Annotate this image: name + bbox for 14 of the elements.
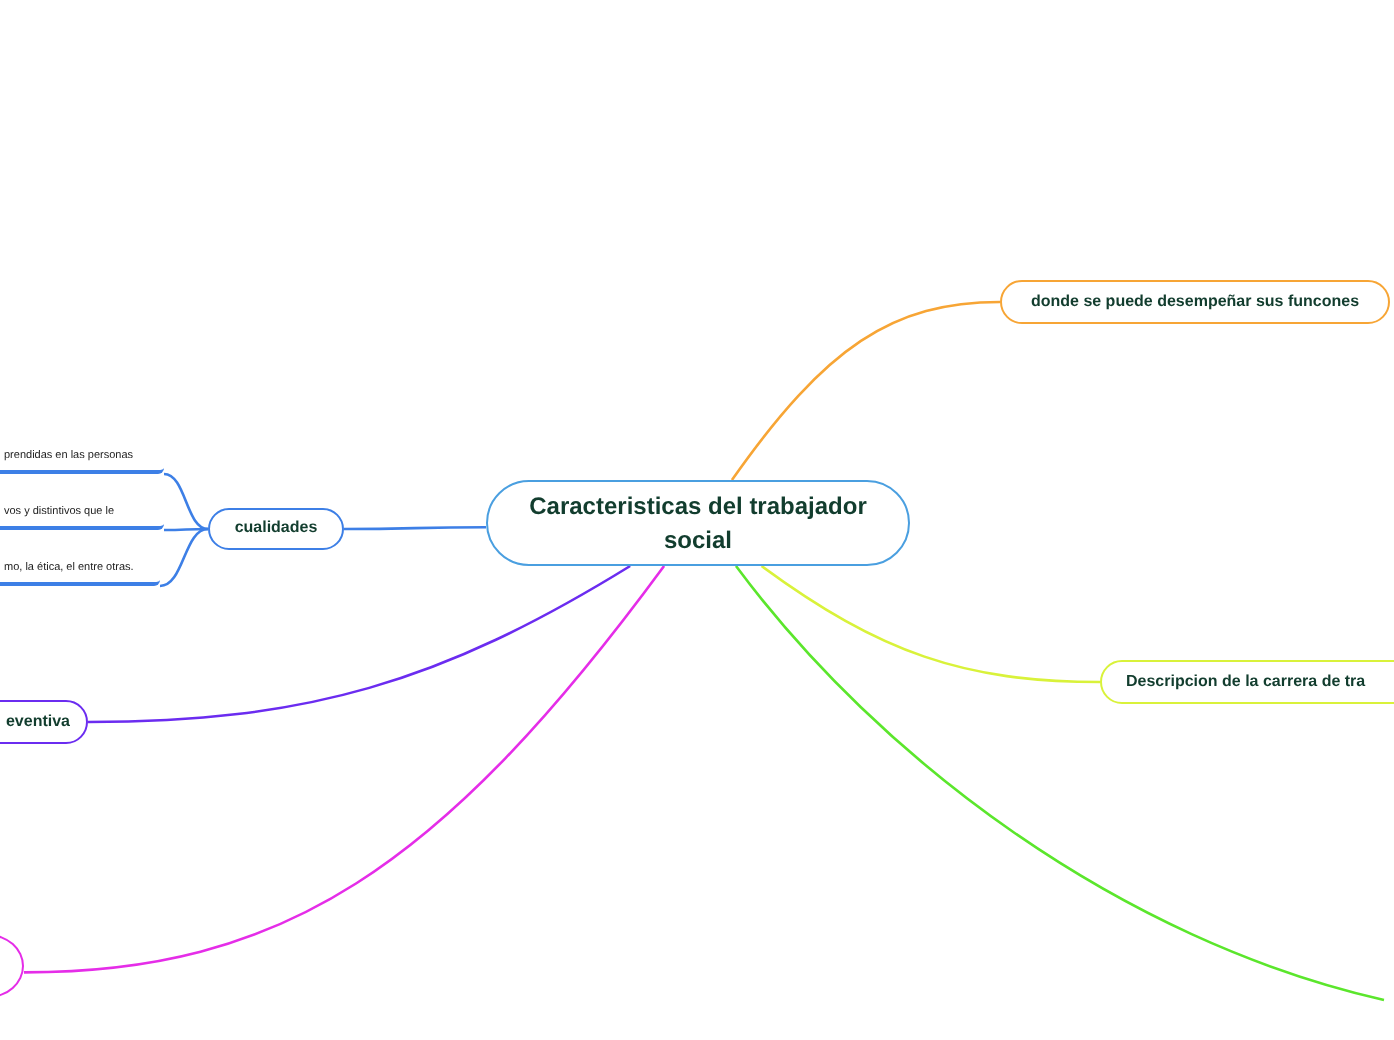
branch-line xyxy=(730,300,1001,481)
branch-line xyxy=(164,527,208,532)
topic-box: eventiva xyxy=(0,700,88,744)
topic-box: cualidades xyxy=(208,508,344,550)
central-topic-box: Caracteristicas del trabajador social xyxy=(486,480,910,566)
branch-line xyxy=(760,564,1101,684)
topic-box: Descripcion de la carrera de tra xyxy=(1100,660,1394,704)
branch-line xyxy=(344,526,486,531)
branch-line xyxy=(159,527,209,588)
branch-line xyxy=(163,472,209,531)
branch-line xyxy=(87,564,631,724)
branch-line xyxy=(23,565,666,974)
topic-box: donde se puede desempeñar sus funcones xyxy=(1000,280,1390,324)
branch-line xyxy=(734,565,1385,1002)
